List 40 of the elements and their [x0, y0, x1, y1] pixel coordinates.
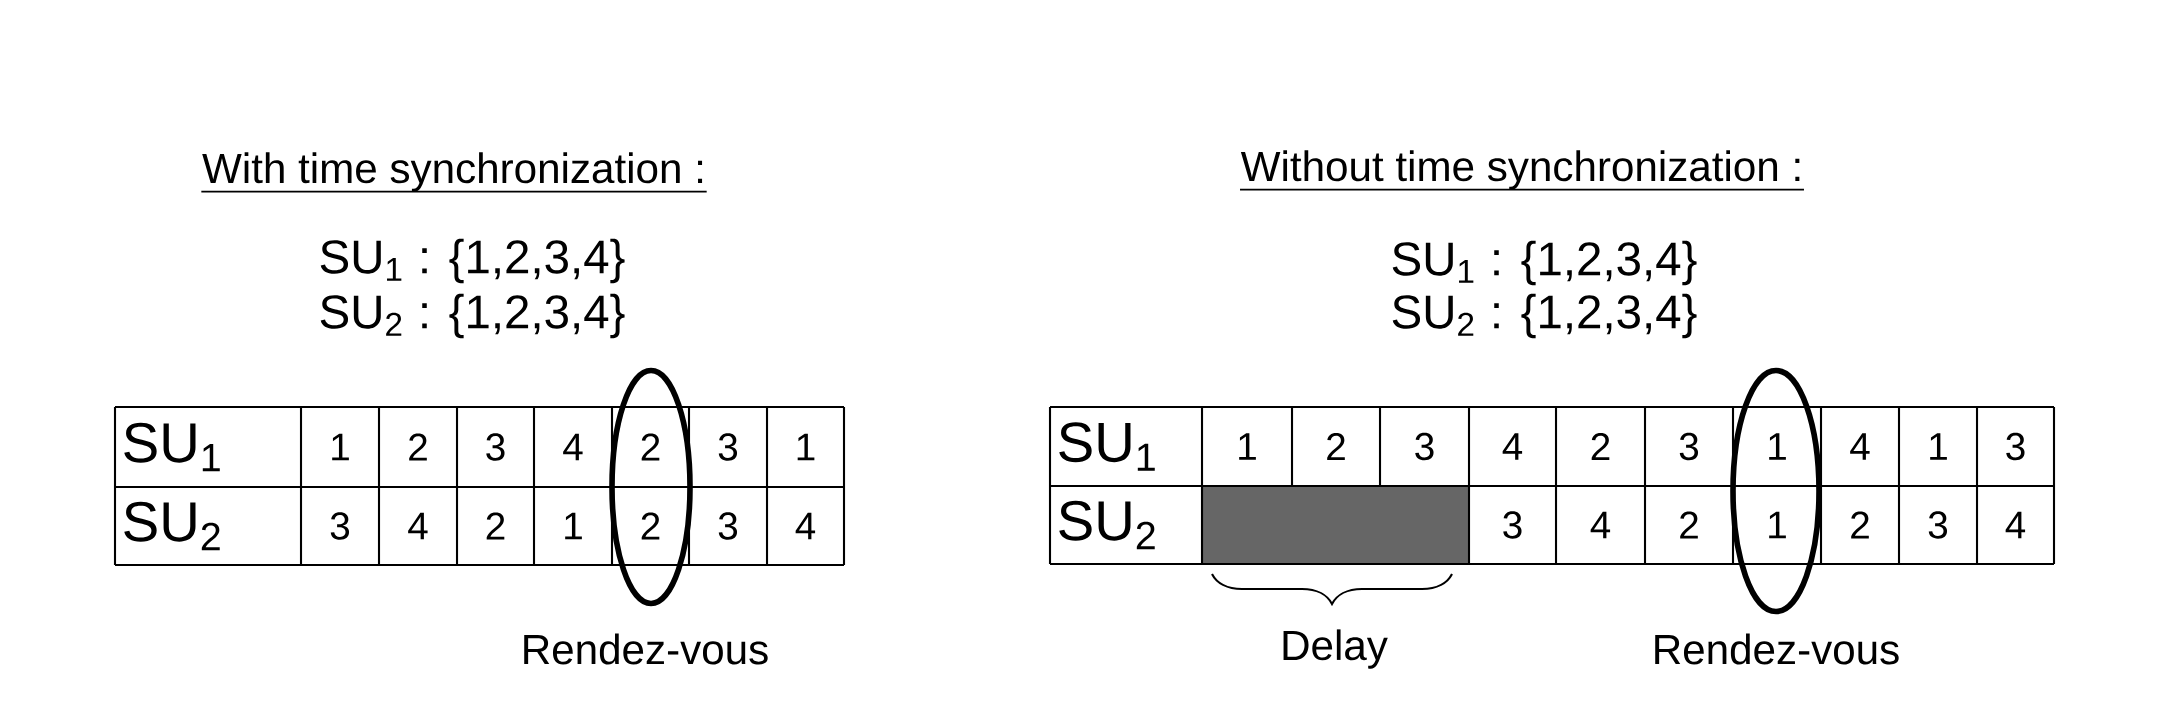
cell-number: 1 — [797, 433, 815, 461]
set-label: SU$_{1}$ : {1,2,3,4} — [320, 238, 625, 284]
cell-number: 2 — [486, 512, 505, 540]
cell-number: 4 — [1850, 433, 1870, 460]
row-label: SU$_{1}$ — [1059, 422, 1155, 471]
cell-number: 4 — [1502, 433, 1523, 460]
panel-title: Without time synchronization : — [1239, 150, 1805, 191]
cell-number: 3 — [330, 512, 350, 540]
cell-number: 2 — [641, 512, 660, 540]
cell-number: 4 — [2005, 511, 2026, 539]
cell-number: 2 — [1680, 511, 1698, 539]
cell-number: 2 — [409, 433, 427, 461]
cell-number: 2 — [1591, 433, 1610, 460]
rendez-vous-label: Rendez-vous — [1655, 633, 1899, 665]
set-label: SU$_{1}$ : {1,2,3,4} — [1392, 240, 1697, 286]
cell-number: 3 — [718, 433, 738, 461]
row-label: SU$_{2}$ — [124, 501, 220, 551]
cell-number: 3 — [1679, 432, 1699, 461]
cell-number: 4 — [408, 512, 428, 540]
cell-number: 3 — [1928, 511, 1948, 539]
cell-number: 1 — [332, 433, 349, 461]
cell-number: 2 — [641, 433, 660, 461]
cell-number: 4 — [563, 433, 583, 461]
delay-block — [1202, 486, 1469, 564]
set-label: SU$_{2}$ : {1,2,3,4} — [1392, 293, 1697, 339]
cell-number: 1 — [1930, 433, 1947, 460]
row-label: SU$_{1}$ — [124, 422, 220, 472]
cell-number: 3 — [486, 433, 505, 461]
panel-title: With time synchronization : — [200, 152, 708, 193]
cell-number: 1 — [1769, 511, 1786, 539]
cell-number: 1 — [565, 512, 582, 540]
cell-number: 3 — [2006, 432, 2025, 461]
cell-number: 3 — [718, 512, 738, 540]
rendez-vous-label: Rendez-vous — [524, 633, 768, 665]
cell-number: 4 — [795, 512, 816, 540]
set-label: SU$_{2}$ : {1,2,3,4} — [320, 293, 625, 339]
cell-number: 2 — [1851, 511, 1869, 539]
cell-number: 1 — [1769, 433, 1786, 460]
delay-label: Delay — [1283, 629, 1388, 669]
cell-number: 4 — [1590, 511, 1611, 539]
